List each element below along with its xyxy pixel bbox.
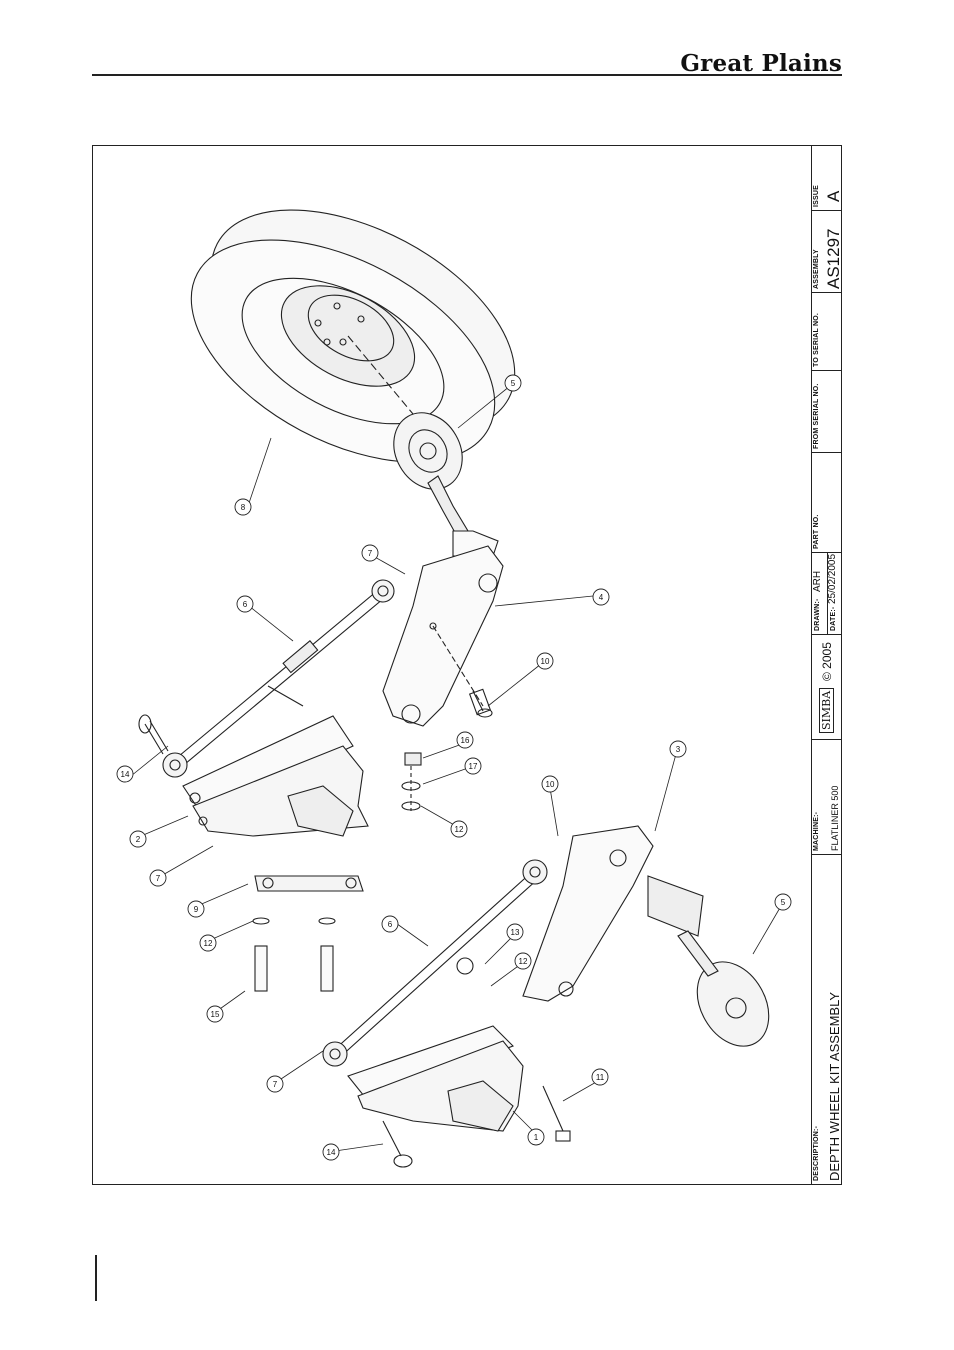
callout-5-upper: 5 [505,375,521,391]
title-block: DESCRIPTION:- DEPTH WHEEL KIT ASSEMBLY M… [811,146,842,1184]
svg-text:5: 5 [781,898,786,907]
callout-4: 4 [593,589,609,605]
svg-text:10: 10 [546,780,555,789]
svg-text:7: 7 [156,874,161,883]
svg-text:14: 14 [121,770,130,779]
callout-10-upper: 10 [537,653,553,669]
svg-text:13: 13 [511,928,520,937]
callout-7-upper: 7 [362,545,378,561]
to-serial-label: TO SERIAL NO. [813,313,820,367]
to-serial-cell: TO SERIAL NO. [812,292,842,370]
callout-7-middle: 7 [150,870,166,886]
bolts-15 [253,918,335,991]
callout-1: 1 [528,1129,544,1145]
svg-text:16: 16 [461,736,470,745]
callout-9: 9 [188,901,204,917]
callout-10-lower: 10 [542,776,558,792]
header-rule [92,74,842,76]
part-no-label: PART NO. [813,514,820,549]
wheel-tyre [155,164,551,508]
svg-text:6: 6 [243,600,248,609]
svg-text:11: 11 [596,1073,605,1082]
drawn-label: DRAWN:- [814,598,821,631]
callout-6-lower: 6 [382,916,398,932]
description-value: DEPTH WHEEL KIT ASSEMBLY [827,992,842,1181]
machine-label: MACHINE:- [813,812,820,851]
date-label: DATE:- [830,607,837,631]
svg-text:4: 4 [599,593,604,602]
svg-text:7: 7 [368,549,373,558]
bracket-upper [183,716,368,836]
callout-17: 17 [465,758,481,774]
assembly-value: AS1297 [824,229,844,290]
issue-label: ISSUE [813,185,820,207]
callout-5-lower: 5 [775,894,791,910]
svg-text:12: 12 [204,939,213,948]
simba-logo: SIMBA [819,688,834,733]
svg-text:9: 9 [194,905,199,914]
callout-6-upper: 6 [237,596,253,612]
callout-12-lower: 12 [515,953,531,969]
svg-text:6: 6 [388,920,393,929]
callout-13: 13 [507,924,523,940]
stub-arm-upper [383,546,503,726]
svg-text:10: 10 [541,657,550,666]
copyright-cell: SIMBA © 2005 [812,634,842,739]
spacer-plate [255,876,363,891]
assembly-label: ASSEMBLY [813,249,820,289]
callout-14-upper: 14 [117,766,133,782]
from-serial-cell: FROM SERIAL NO. [812,370,842,452]
pin-upper [139,715,168,754]
machine-value: FLATLINER 500 [830,786,840,851]
svg-text:1: 1 [534,1133,539,1142]
from-serial-label: FROM SERIAL NO. [813,384,820,449]
svg-text:7: 7 [273,1080,278,1089]
drawing-sheet: 8 5 4 7 6 10 14 2 16 17 12 7 9 12 15 6 1… [92,145,842,1185]
svg-text:5: 5 [511,379,516,388]
svg-text:2: 2 [136,835,141,844]
machine-cell: MACHINE:- FLATLINER 500 [812,739,842,854]
callout-11: 11 [592,1069,608,1085]
callout-12-upper: 12 [451,821,467,837]
callout-15: 15 [207,1006,223,1022]
svg-text:15: 15 [211,1010,220,1019]
description-cell: DESCRIPTION:- DEPTH WHEEL KIT ASSEMBLY [812,854,842,1184]
callout-12-left: 12 [200,935,216,951]
bracket-lower [348,1026,523,1131]
svg-text:12: 12 [519,957,528,966]
nut-washer-stack [402,753,421,811]
callout-7-lower: 7 [267,1076,283,1092]
assembly-cell: ASSEMBLY AS1297 [812,210,842,292]
svg-text:3: 3 [676,745,681,754]
part-no-cell: PART NO. [812,452,842,552]
footer-rule [95,1255,97,1301]
copyright-text: © 2005 [820,642,834,681]
drawn-value: ARH [812,571,823,592]
issue-cell: ISSUE A [812,146,842,210]
svg-text:12: 12 [455,825,464,834]
callout-3: 3 [670,741,686,757]
date-value: 25/02/2005 [827,554,838,604]
stub-arm-lower [523,826,703,1001]
hub-lower [678,931,783,1059]
svg-text:14: 14 [327,1148,336,1157]
callout-8: 8 [235,499,251,515]
description-label: DESCRIPTION:- [813,1126,820,1181]
brand-logo: Great Plains [680,50,842,77]
callout-14-lower: 14 [323,1144,339,1160]
callout-2: 2 [130,831,146,847]
callout-16: 16 [457,732,473,748]
svg-text:17: 17 [469,762,478,771]
svg-text:8: 8 [241,503,246,512]
issue-value: A [824,191,844,202]
exploded-assembly-drawing: 8 5 4 7 6 10 14 2 16 17 12 7 9 12 15 6 1… [93,146,813,1186]
drawn-cell: DRAWN:- ARH DATE:- 25/02/2005 [812,552,842,634]
